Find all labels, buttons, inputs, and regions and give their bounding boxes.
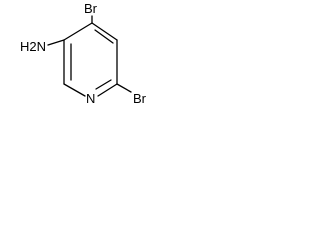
bond-c2-n1 <box>97 83 118 97</box>
bond-c2-n1-inner <box>95 79 112 90</box>
bond-c2-br <box>116 83 132 93</box>
chemical-structure: Br H2N N Br <box>20 1 147 106</box>
nitrogen-label: N <box>86 91 95 106</box>
bond-c5-nh2 <box>47 39 65 46</box>
bond-c4-c3-inner <box>94 29 114 44</box>
bromine-label-right: Br <box>133 91 147 106</box>
bond-c4-c5 <box>63 22 93 41</box>
amino-label: H2N <box>20 39 46 54</box>
bond-c4-c3 <box>91 22 118 41</box>
bromine-label-top: Br <box>84 1 98 16</box>
bond-n1-c6 <box>63 83 86 97</box>
